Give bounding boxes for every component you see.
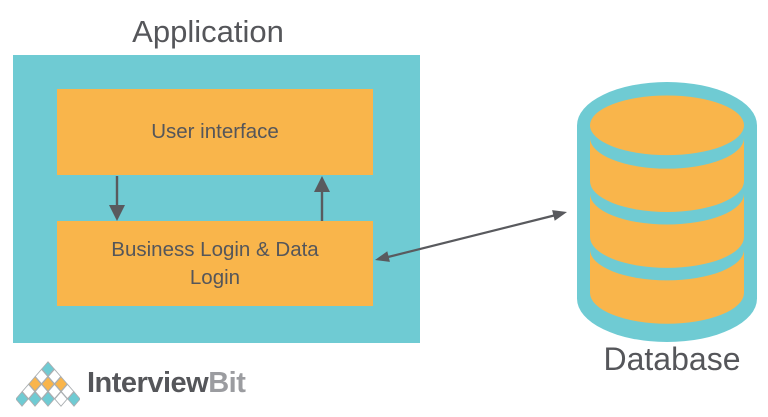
interviewbit-logo: InterviewBit: [16, 360, 246, 407]
database-band-1: [590, 137, 744, 212]
logo-diamond-teal: [67, 391, 80, 407]
database-label: Database: [603, 341, 741, 377]
database-top-disk: [590, 95, 744, 156]
logo-diamond-teal: [16, 391, 29, 407]
database-icon: [577, 82, 757, 342]
application-title: Application: [132, 14, 284, 49]
user-interface-label: User interface: [151, 120, 279, 143]
business-logic-box: Business Login & Data Login: [57, 221, 373, 306]
database-band-2: [590, 193, 744, 268]
user-interface-box: User interface: [57, 89, 373, 175]
logo-diamond-teal: [41, 391, 55, 407]
database-band-3: [590, 249, 744, 324]
logo-text-interview: Interview: [87, 367, 209, 399]
interviewbit-logo-text: InterviewBit: [87, 367, 246, 400]
interviewbit-logo-mark: [16, 361, 80, 407]
business-logic-label: Business Login & Data Login: [111, 237, 319, 289]
logo-text-bit: Bit: [208, 367, 246, 399]
logo-diamond-white: [54, 391, 68, 407]
application-box: User interface Business Login & Data Log…: [13, 55, 420, 343]
logo-diamond-teal: [28, 391, 42, 407]
